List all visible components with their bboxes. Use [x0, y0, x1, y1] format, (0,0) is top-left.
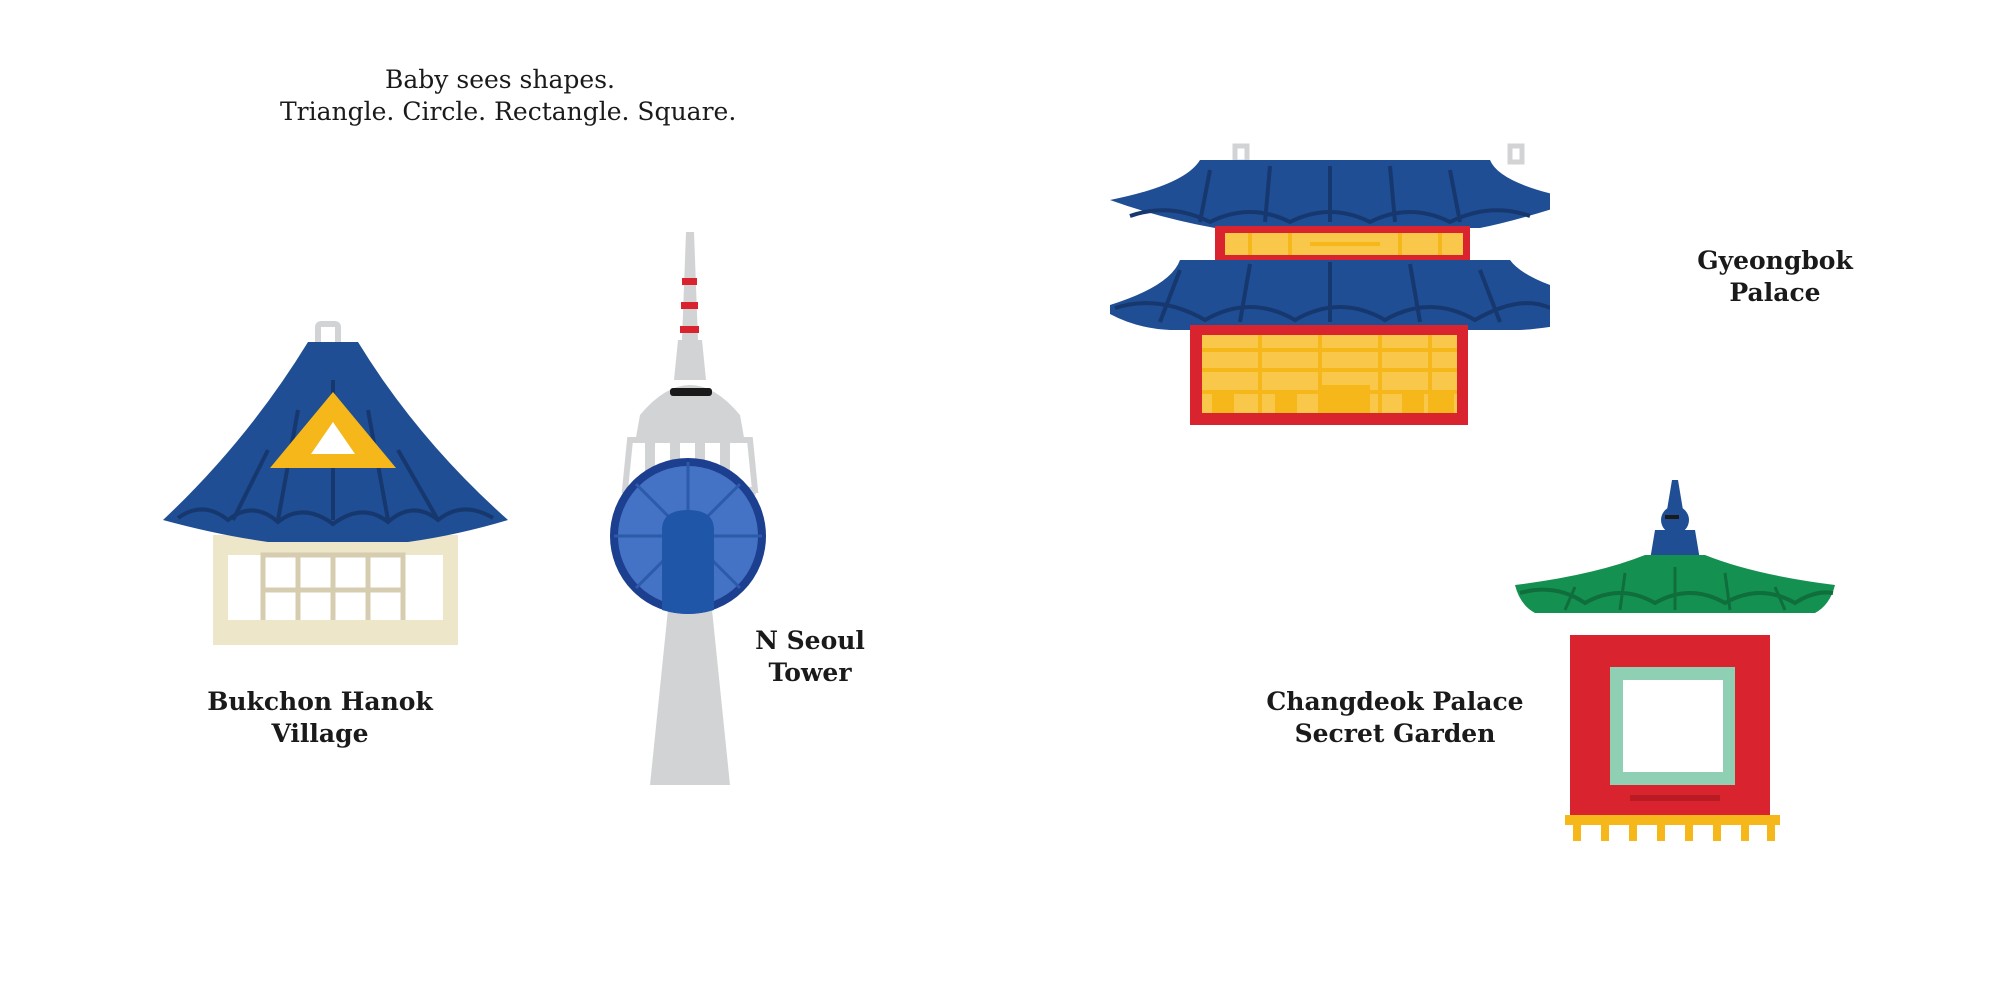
label-line-2: Tower: [768, 658, 852, 687]
intro-line-2: Triangle. Circle. Rectangle. Square.: [280, 97, 737, 126]
label-line-1: N Seoul: [755, 626, 865, 655]
seoul-tower-icon: [610, 232, 766, 785]
label-line-2: Palace: [1729, 278, 1821, 307]
label-line-2: Village: [271, 719, 369, 748]
label-gyeongbok-palace: Gyeongbok Palace: [1675, 245, 1875, 309]
label-bukchon-hanok-village: Bukchon Hanok Village: [190, 686, 450, 750]
label-line-2: Secret Garden: [1294, 719, 1496, 748]
label-line-1: Gyeongbok: [1697, 246, 1853, 275]
hanok-house-icon: [163, 321, 508, 645]
label-line-1: Changdeok Palace: [1266, 687, 1524, 716]
intro-line-1: Baby sees shapes.: [385, 65, 615, 94]
gyeongbok-palace-icon: [1110, 143, 1550, 425]
intro-text: Baby sees shapes. Triangle. Circle. Rect…: [280, 64, 737, 128]
pavilion-icon: [1515, 480, 1835, 841]
label-n-seoul-tower: N Seoul Tower: [735, 625, 885, 689]
label-changdeok-palace-secret-garden: Changdeok Palace Secret Garden: [1255, 686, 1535, 750]
label-line-1: Bukchon Hanok: [207, 687, 433, 716]
